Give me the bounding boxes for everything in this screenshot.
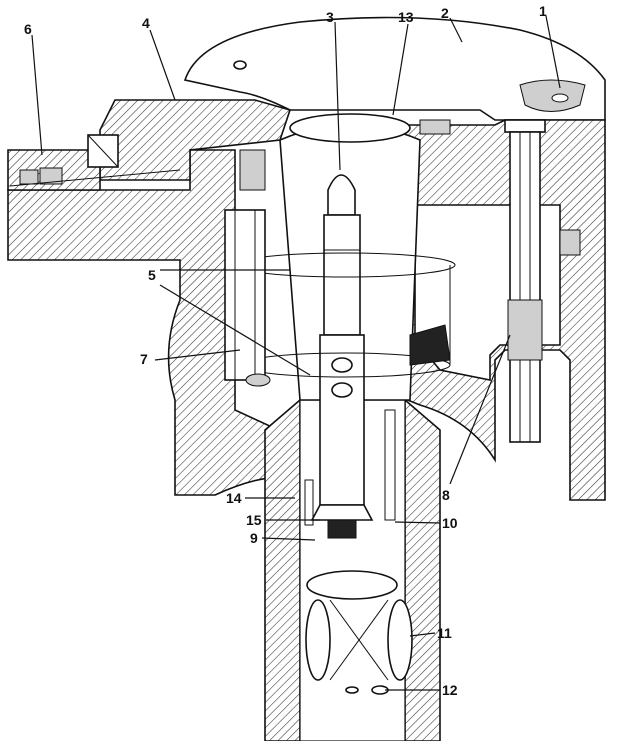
shaft-wall-left — [264, 398, 301, 741]
callout-7: 7 — [140, 351, 148, 367]
callout-11: 11 — [437, 625, 452, 641]
silo-door-ring — [289, 113, 411, 143]
silo-concrete-structure — [7, 16, 606, 741]
callout-5: 5 — [148, 267, 156, 283]
callout-10: 10 — [442, 515, 458, 531]
callout-6: 6 — [24, 21, 32, 37]
callout-8: 8 — [442, 487, 450, 503]
callout-labels: 1 2 3 4 5 6 7 8 9 10 11 12 13 14 15 — [24, 3, 547, 698]
callout-15: 15 — [246, 512, 262, 528]
missile-second-stage — [323, 214, 361, 336]
leader-lines — [31, 15, 561, 691]
callout-2: 2 — [441, 5, 449, 21]
elevator-shaft — [509, 131, 541, 443]
deck-port — [233, 60, 247, 70]
shock-absorber-left — [305, 599, 331, 681]
callout-14: 14 — [226, 490, 242, 506]
callout-3: 3 — [326, 9, 334, 25]
callout-13: 13 — [398, 9, 414, 25]
shaft-bottom-equipment — [304, 409, 413, 695]
missile — [310, 174, 374, 539]
missile-nose-cone — [327, 174, 356, 216]
callout-12: 12 — [442, 682, 458, 698]
part-7-equipment-rack — [224, 149, 271, 387]
callout-9: 9 — [250, 530, 258, 546]
callout-4: 4 — [142, 15, 150, 31]
right-chamber-equipment — [409, 119, 581, 366]
part-1-shaft-head — [504, 79, 586, 443]
elevator-cage — [507, 299, 543, 361]
part-6-deck-equipment — [9, 134, 181, 187]
shock-absorber-right — [387, 599, 413, 681]
callout-1: 1 — [539, 3, 547, 19]
